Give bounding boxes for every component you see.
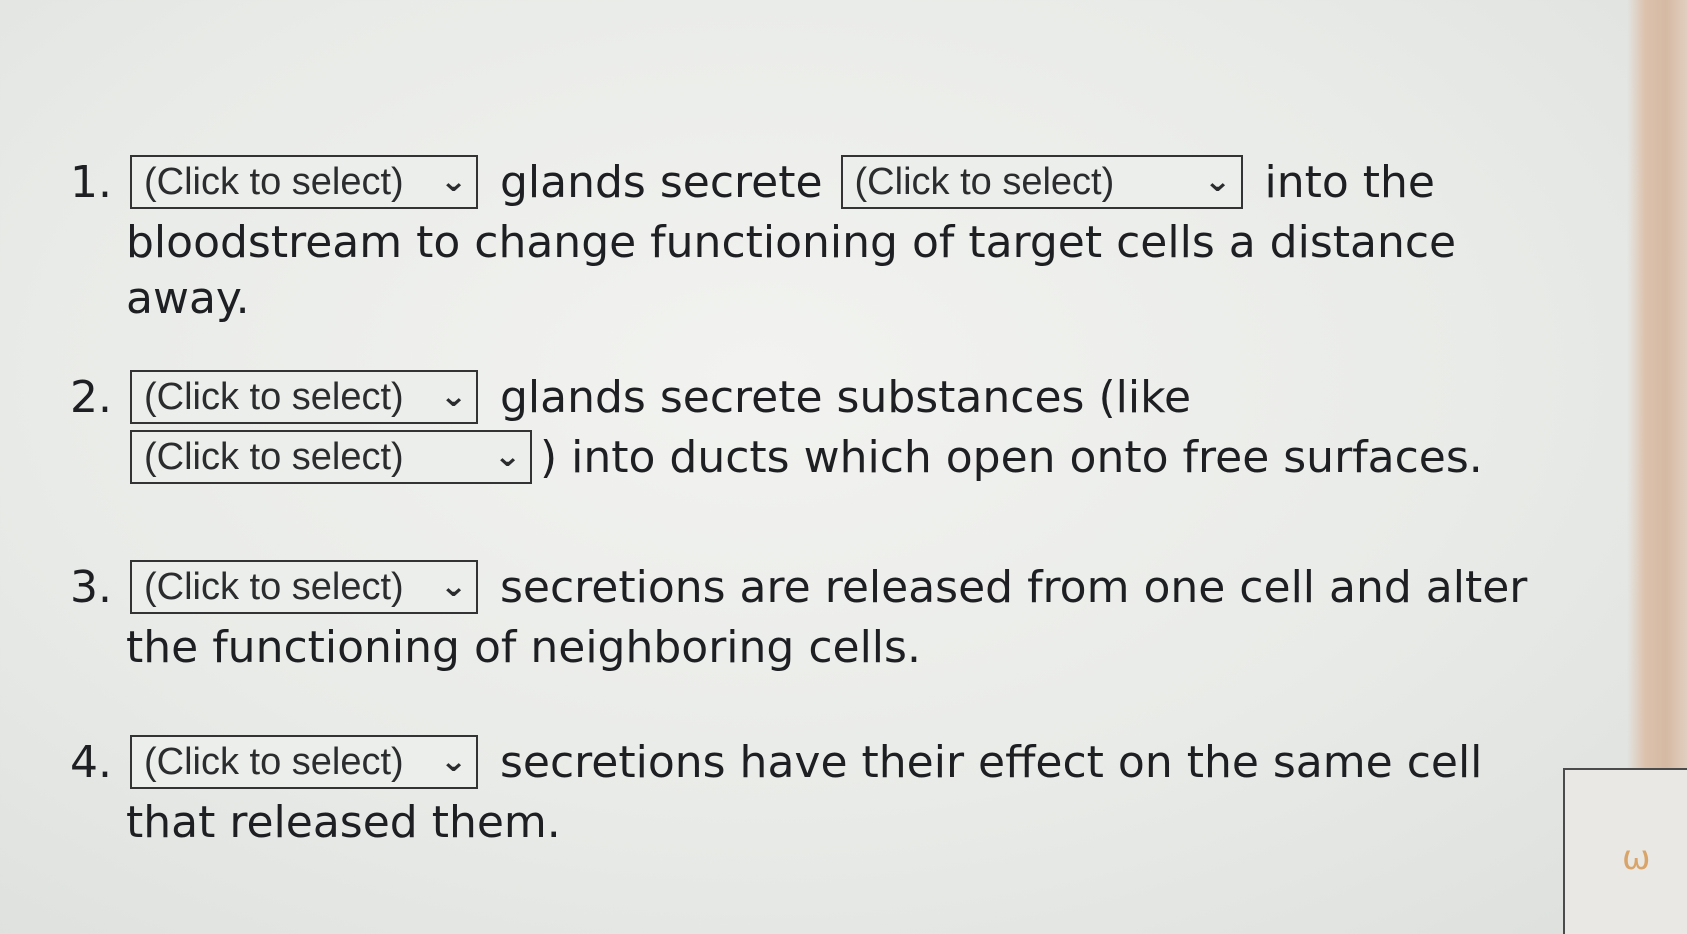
text-segment: secretions have their effect on the same…: [126, 737, 1483, 848]
select-value: (Click to select): [144, 436, 404, 478]
question-text: 1. (Click to select) ⌄ glands secrete (C…: [70, 155, 1550, 327]
question-text: 3. (Click to select) ⌄ secretions are re…: [70, 560, 1550, 676]
q1-gland-type-select[interactable]: (Click to select) ⌄: [130, 155, 478, 209]
question-number: 3.: [70, 562, 112, 613]
chevron-down-icon: ⌄: [1204, 164, 1232, 199]
select-value: (Click to select): [144, 376, 404, 418]
question-number: 4.: [70, 737, 112, 788]
select-value: (Click to select): [144, 566, 404, 608]
chevron-down-icon: ⌄: [439, 164, 468, 199]
text-segment: glands secrete substances (like: [486, 372, 1192, 423]
q2-gland-type-select[interactable]: (Click to select) ⌄: [130, 370, 478, 424]
chevron-down-icon: ⌄: [439, 379, 468, 414]
question-text: 2. (Click to select) ⌄ glands secrete su…: [70, 370, 1550, 490]
question-2: 2. (Click to select) ⌄ glands secrete su…: [70, 370, 1550, 490]
q3-secretion-type-select[interactable]: (Click to select) ⌄: [130, 560, 478, 614]
question-3: 3. (Click to select) ⌄ secretions are re…: [70, 560, 1550, 676]
question-4: 4. (Click to select) ⌄ secretions have t…: [70, 735, 1550, 851]
q2-substance-select[interactable]: (Click to select) ⌄: [130, 430, 532, 484]
chevron-down-icon: ⌄: [439, 569, 468, 604]
chevron-down-icon: ⌄: [439, 744, 468, 779]
q1-secretion-select[interactable]: (Click to select) ⌄: [840, 155, 1243, 209]
corner-mark-icon: ω: [1622, 838, 1651, 878]
question-number: 2.: [70, 372, 112, 423]
text-segment: glands secrete: [486, 157, 837, 208]
select-value: (Click to select): [854, 161, 1115, 203]
q4-secretion-type-select[interactable]: (Click to select) ⌄: [130, 735, 478, 789]
select-value: (Click to select): [144, 741, 404, 783]
question-1: 1. (Click to select) ⌄ glands secrete (C…: [70, 155, 1550, 327]
question-number: 1.: [70, 157, 112, 208]
text-segment: ) into ducts which open onto free surfac…: [540, 432, 1483, 483]
corner-panel: [1563, 768, 1687, 934]
text-segment: into the bloodstream to change functioni…: [126, 157, 1457, 324]
select-value: (Click to select): [144, 161, 404, 203]
text-segment: secretions are released from one cell an…: [126, 562, 1528, 673]
question-text: 4. (Click to select) ⌄ secretions have t…: [70, 735, 1550, 851]
chevron-down-icon: ⌄: [493, 439, 522, 474]
